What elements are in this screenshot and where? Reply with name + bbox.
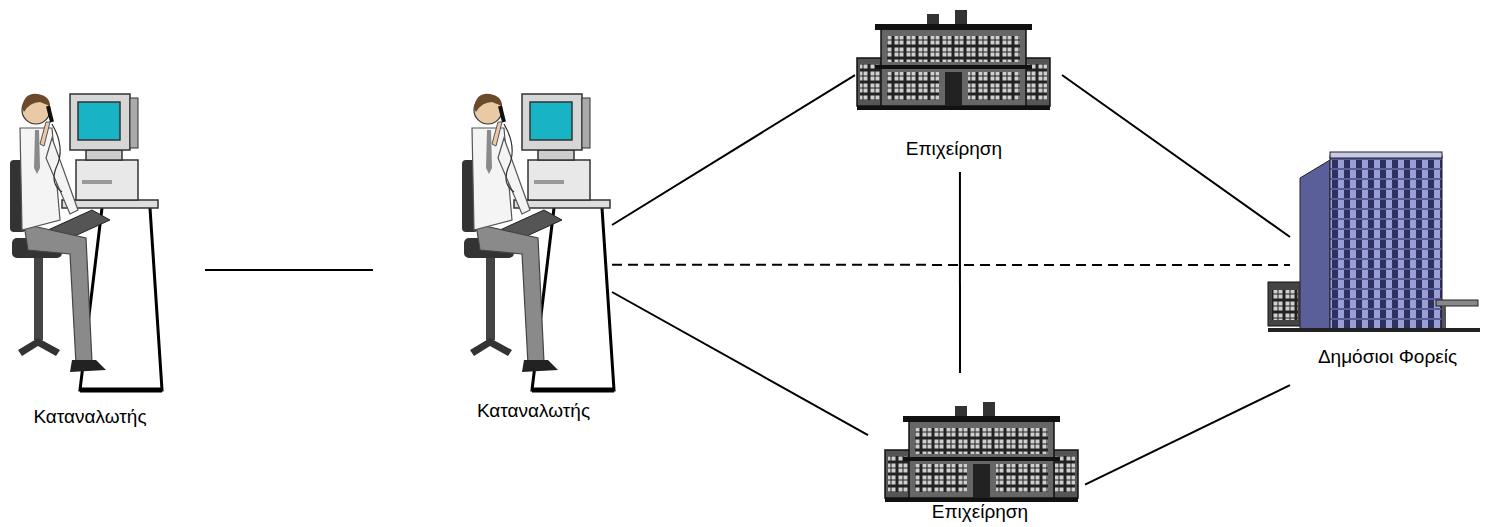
business-building — [857, 10, 1050, 110]
business-node: Επιχείρηση — [855, 8, 1053, 168]
consumer-node: Καταναλωτής — [10, 88, 170, 428]
consumer-figure — [462, 94, 614, 390]
public-building — [1268, 152, 1480, 332]
consumer-figure — [10, 94, 162, 390]
connector-line — [959, 172, 961, 373]
business-node: Επιχείρηση — [880, 395, 1080, 525]
node-label: Καταναλωτής — [477, 400, 590, 422]
public-body-node: Δημόσιοι Φορείς — [1290, 150, 1485, 390]
connector-line — [612, 292, 868, 435]
node-label: Επιχείρηση — [906, 138, 1002, 160]
connector-line — [612, 75, 855, 225]
connector-line — [1085, 385, 1290, 485]
consumer-node: Καταναλωτής — [455, 88, 612, 428]
node-label: Καταναλωτής — [33, 406, 146, 428]
connector-line — [1062, 75, 1290, 237]
business-building — [885, 402, 1078, 502]
connector-line — [205, 269, 373, 271]
node-label: Δημόσιοι Φορείς — [1318, 346, 1457, 368]
node-label: Επιχείρηση — [932, 501, 1028, 523]
dashed-connector — [612, 264, 1290, 266]
